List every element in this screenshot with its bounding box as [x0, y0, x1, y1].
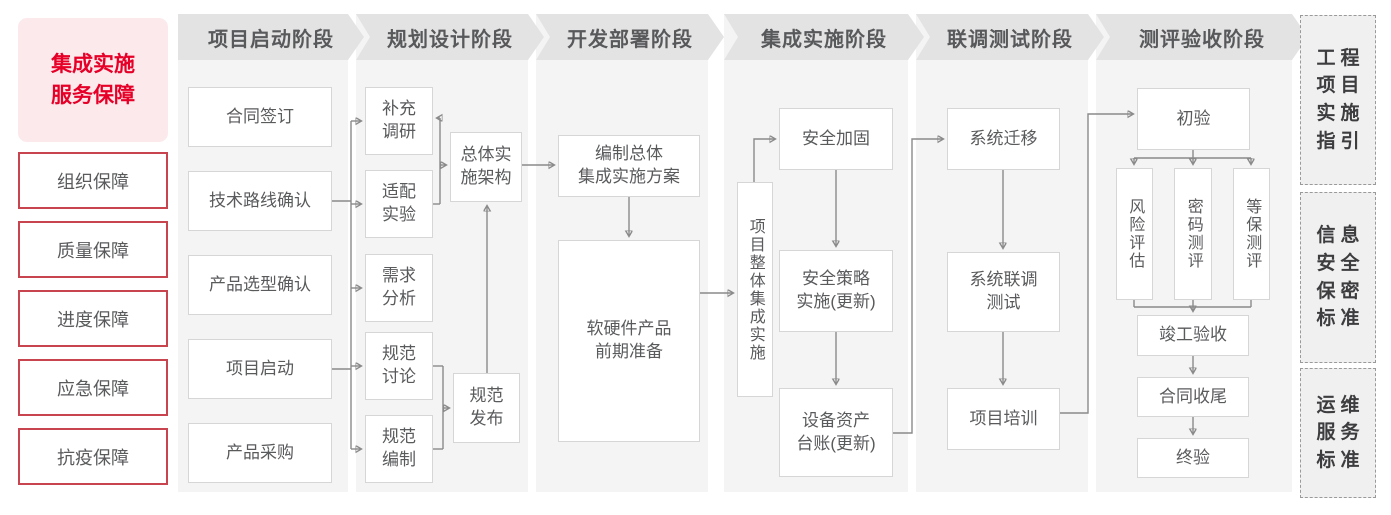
box-supplementary-research: 补充 调研 — [365, 87, 433, 155]
box-tech-route-confirm: 技术路线确认 — [188, 171, 332, 231]
box-spec-release: 规范 发布 — [453, 373, 520, 443]
standard-operation-service: 运维 服务 标准 — [1300, 368, 1376, 498]
phase-header-integration-impl: 集成实施阶段 — [724, 14, 924, 60]
column-bg-1 — [178, 14, 348, 492]
box-overall-integration-impl: 项目整体集成实施 — [737, 182, 773, 397]
box-overall-integration-plan: 编制总体 集成实施方案 — [558, 135, 700, 197]
box-product-selection-confirm: 产品选型确认 — [188, 255, 332, 315]
box-system-joint-debugging: 系统联调 测试 — [947, 252, 1060, 332]
box-system-migration: 系统迁移 — [947, 108, 1060, 170]
box-spec-discussion: 规范 讨论 — [365, 332, 433, 400]
phase-header-dev-deploy: 开发部署阶段 — [536, 14, 724, 60]
box-preliminary-acceptance: 初验 — [1137, 88, 1250, 150]
box-contract-signing: 合同签订 — [188, 87, 332, 147]
sidebar-item-emergency-guarantee: 应急保障 — [18, 359, 168, 416]
standard-engineering-guide: 工程 项目 实施 指引 — [1300, 15, 1376, 185]
sidebar-item-org-guarantee: 组织保障 — [18, 152, 168, 209]
box-overall-architecture: 总体实 施架构 — [450, 132, 522, 202]
phase-header-joint-debugging: 联调测试阶段 — [916, 14, 1104, 60]
box-project-training: 项目培训 — [947, 388, 1060, 450]
box-contract-closure: 合同收尾 — [1137, 377, 1249, 417]
box-crypto-evaluation: 密码测评 — [1174, 168, 1212, 300]
box-security-hardening: 安全加固 — [779, 108, 893, 170]
box-project-kickoff: 项目启动 — [188, 339, 332, 399]
box-risk-assessment: 风险评估 — [1116, 168, 1153, 300]
box-hw-sw-preparation: 软硬件产品 前期准备 — [558, 240, 700, 442]
sidebar-item-quality-guarantee: 质量保障 — [18, 221, 168, 278]
sidebar-item-epidemic-guarantee: 抗疫保障 — [18, 428, 168, 485]
diagram-title: 集成实施 服务保障 — [18, 18, 168, 142]
box-security-policy-impl: 安全策略 实施(更新) — [779, 250, 893, 332]
box-classified-protection-evaluation: 等保测评 — [1233, 168, 1270, 300]
sidebar-item-schedule-guarantee: 进度保障 — [18, 290, 168, 347]
box-requirement-analysis: 需求 分析 — [365, 254, 433, 322]
phase-header-project-kickoff: 项目启动阶段 — [178, 14, 364, 60]
box-product-procurement: 产品采购 — [188, 423, 332, 483]
phase-header-planning-design: 规划设计阶段 — [356, 14, 544, 60]
box-final-acceptance: 终验 — [1137, 438, 1249, 478]
phase-header-evaluation-acceptance: 测评验收阶段 — [1096, 14, 1308, 60]
box-adaptation-test: 适配 实验 — [365, 170, 433, 238]
box-completion-acceptance: 竣工验收 — [1137, 315, 1249, 356]
box-spec-compilation: 规范 编制 — [365, 415, 433, 483]
standard-security-confidentiality: 信息 安全 保密 标准 — [1300, 192, 1376, 363]
box-asset-ledger-update: 设备资产 台账(更新) — [779, 388, 893, 477]
